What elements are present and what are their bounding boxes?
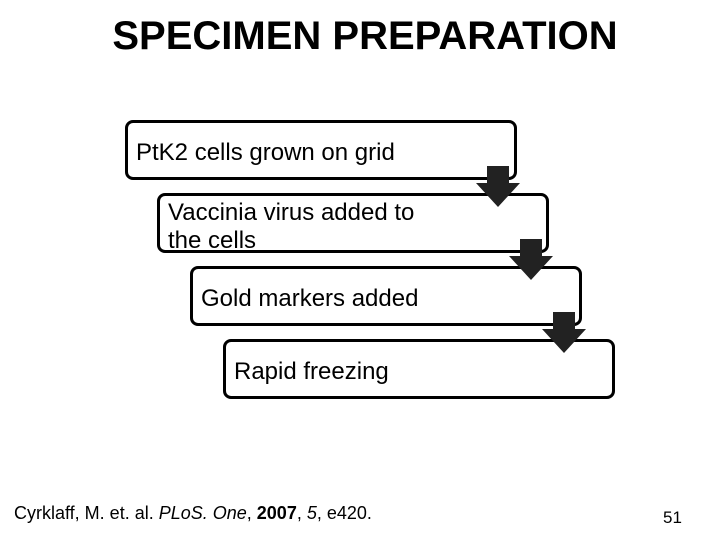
step-label: PtK2 cells grown on grid	[136, 139, 395, 166]
citation-article: , e420.	[316, 503, 372, 523]
slide-title: SPECIMEN PREPARATION	[112, 14, 618, 58]
citation-year: 2007	[256, 503, 297, 523]
flow-step-2: Vaccinia virus added to the cells	[157, 193, 549, 254]
citation-separator: ,	[246, 503, 257, 523]
step-label: Rapid freezing	[234, 358, 389, 385]
down-arrow-icon	[542, 312, 586, 354]
citation-authors: Cyrklaff, M. et. al.	[14, 503, 159, 523]
citation-separator: ,	[296, 503, 307, 523]
down-arrow-icon	[509, 239, 553, 281]
flow-step-3: Gold markers added	[190, 266, 582, 326]
down-arrow-icon	[476, 166, 520, 208]
citation-journal: PLoS. One	[158, 503, 247, 523]
citation-volume: 5	[306, 503, 317, 523]
citation: Cyrklaff, M. et. al. PLoS. One, 2007, 5,…	[14, 503, 372, 524]
step-label: Gold markers added	[201, 285, 419, 312]
page-number: 51	[663, 508, 682, 527]
step-label-line2: the cells	[168, 227, 257, 254]
step-label-line1: Vaccinia virus added to	[168, 199, 415, 226]
flow-step-1: PtK2 cells grown on grid	[125, 120, 517, 180]
flow-step-4: Rapid freezing	[223, 339, 615, 399]
